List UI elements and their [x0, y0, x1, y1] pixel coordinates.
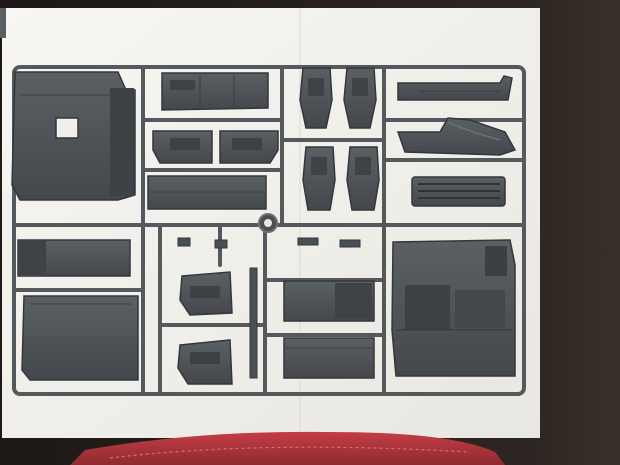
side-panel-part-2 — [283, 337, 375, 379]
door-panel-right — [219, 130, 279, 164]
sprue-parts — [11, 67, 517, 385]
red-fabric — [70, 431, 505, 465]
floor-panel-part — [21, 295, 139, 381]
small-brackets — [177, 237, 361, 249]
side-panel-part-1 — [283, 280, 375, 322]
cab-roof-part — [11, 71, 136, 201]
door-panel-left — [152, 130, 213, 164]
center-console-part — [396, 117, 517, 156]
board-clip — [0, 8, 6, 38]
steering-column-part — [397, 75, 513, 101]
grille-part — [411, 176, 506, 207]
rod-part — [249, 267, 258, 379]
seat-part-2 — [343, 67, 377, 129]
seat-part-1 — [299, 67, 333, 129]
sprue-runner — [12, 65, 526, 396]
rear-panel-part — [147, 175, 267, 210]
seat-part-3 — [302, 146, 336, 211]
storage-box-part — [17, 239, 131, 277]
seat-base-part-1 — [179, 271, 233, 316]
seat-base-part-2 — [177, 339, 233, 385]
seat-part-4 — [346, 146, 380, 211]
cab-floor-part — [391, 239, 516, 377]
dashboard-part — [161, 72, 269, 111]
